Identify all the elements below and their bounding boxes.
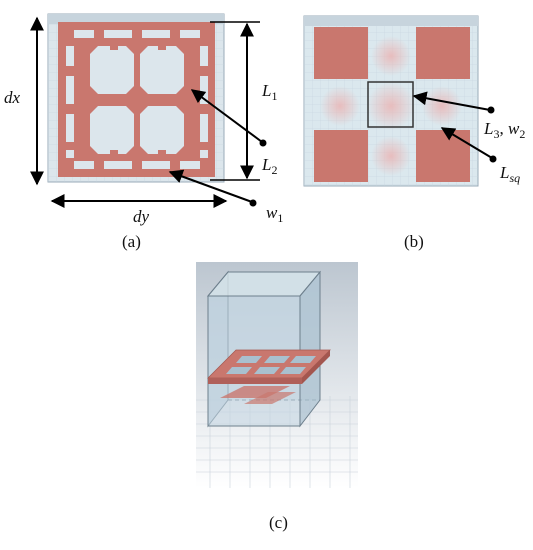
L2-dot <box>259 139 267 147</box>
panel-b: L3, w2 Lsq (b) <box>303 15 525 251</box>
caption-b: (b) <box>404 232 424 251</box>
L3w2-label: L3, w2 <box>483 119 525 141</box>
metal-pattern <box>58 22 215 177</box>
dx-label: dx <box>4 88 21 107</box>
caption-a: (a) <box>122 232 141 251</box>
Lsq-dot <box>489 155 497 163</box>
Lsq-leader <box>440 127 493 159</box>
panel-a: dx dy L1 L2 w1 (a) <box>4 13 283 251</box>
L3w2-dot <box>487 106 495 114</box>
dy-label: dy <box>133 207 150 226</box>
Lsq-label: Lsq <box>499 163 520 185</box>
metasurface-layer <box>207 349 331 404</box>
panel-c: (c) <box>196 262 358 532</box>
w1-label: w1 <box>266 203 283 225</box>
L2-leader <box>190 89 263 143</box>
w1-dot <box>249 199 257 207</box>
L3w2-leader <box>412 91 491 111</box>
L1-label: L1 <box>261 81 277 103</box>
L2-label: L2 <box>261 155 277 177</box>
caption-c: (c) <box>269 513 288 532</box>
w1-leader <box>168 169 253 203</box>
